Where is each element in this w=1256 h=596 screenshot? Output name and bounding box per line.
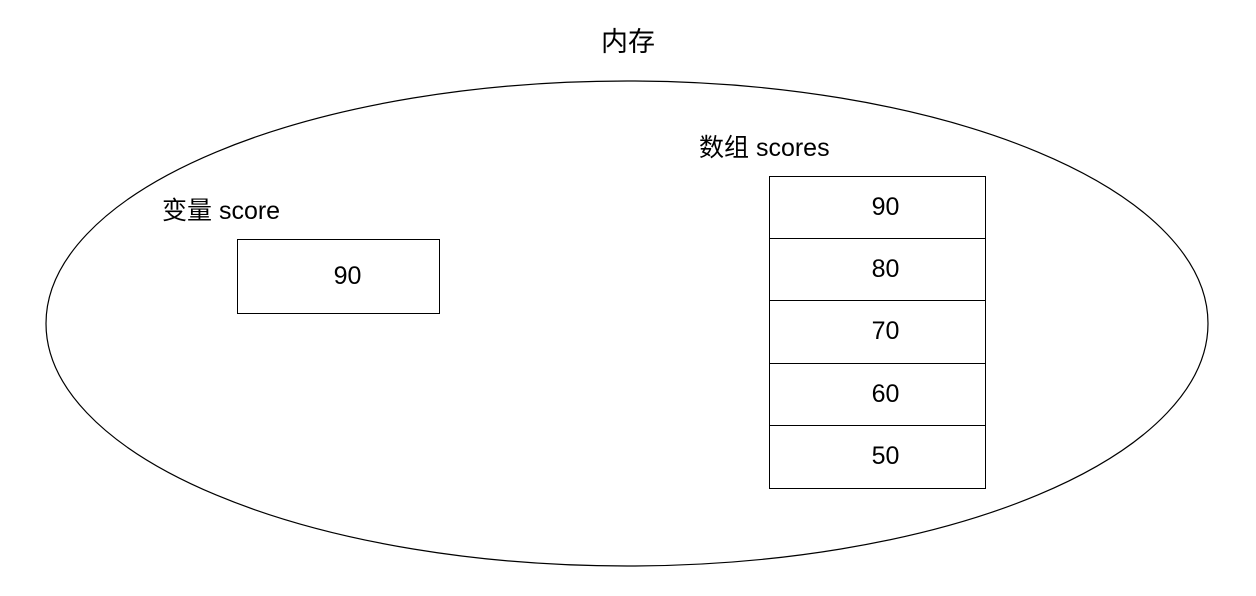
array-label: 数组 scores: [699, 134, 830, 162]
array-cell-value: 80: [871, 255, 900, 284]
array-cell-value: 70: [871, 317, 900, 346]
array-cell: 80: [770, 239, 985, 302]
array-cell: 90: [770, 177, 985, 240]
variable-value: 90: [333, 262, 362, 290]
array-cell: 70: [770, 301, 985, 364]
array-cell: 50: [770, 426, 985, 488]
variable-box: 90: [237, 239, 440, 314]
array-cell-value: 50: [871, 442, 900, 471]
array-cell-value: 60: [871, 379, 900, 408]
page-title: 内存: [601, 27, 655, 57]
array-table: 90 80 70 60 50: [769, 176, 986, 489]
memory-ellipse-shape: [45, 80, 1209, 567]
array-cell: 60: [770, 364, 985, 426]
array-cell-value: 90: [871, 193, 900, 222]
variable-label: 变量 score: [162, 197, 281, 225]
